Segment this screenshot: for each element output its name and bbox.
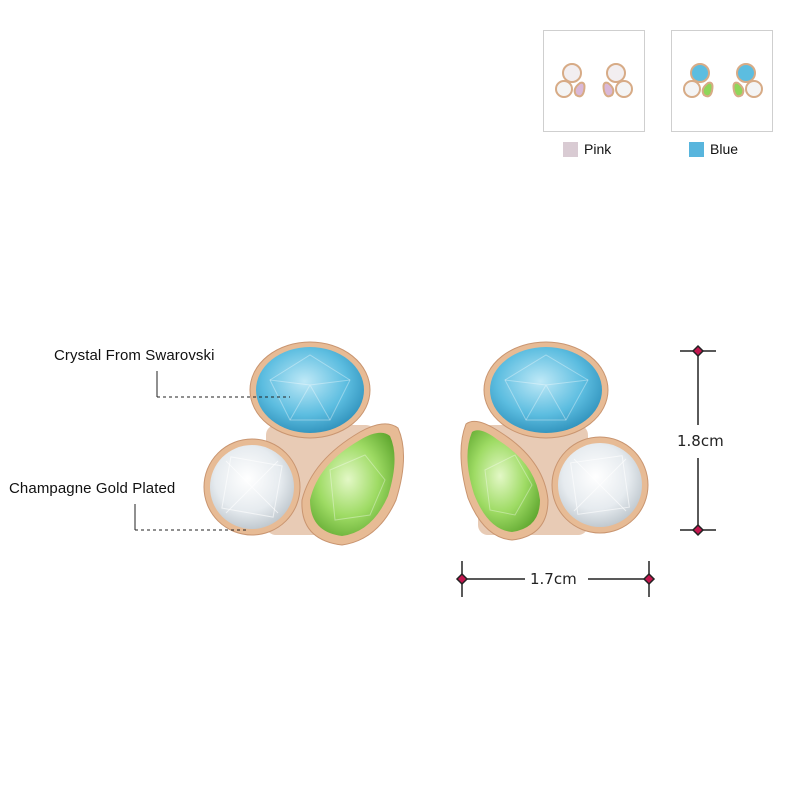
plating-leader-line	[134, 504, 248, 531]
pink-color-chip	[563, 141, 578, 157]
left-earring	[203, 341, 405, 546]
option-pink-label: Pink	[584, 141, 612, 157]
height-label: 1.8cm	[677, 432, 724, 450]
pink-earrings-thumbnail	[555, 63, 633, 98]
width-label: 1.7cm	[530, 570, 577, 588]
blue-earrings-thumbnail	[683, 63, 763, 98]
crystal-leader-line	[156, 371, 290, 398]
option-blue-thumbnail[interactable]	[671, 30, 773, 132]
option-pink-thumbnail[interactable]	[543, 30, 645, 132]
blue-color-chip	[689, 141, 704, 157]
height-dimension	[680, 344, 716, 537]
width-dimension	[455, 561, 656, 597]
option-pink[interactable]: Pink	[563, 141, 611, 157]
right-earring	[460, 341, 649, 541]
option-blue[interactable]: Blue	[689, 141, 738, 157]
option-blue-label: Blue	[710, 141, 739, 157]
plating-callout: Champagne Gold Plated	[9, 480, 176, 497]
crystal-callout: Crystal From Swarovski	[54, 347, 215, 364]
